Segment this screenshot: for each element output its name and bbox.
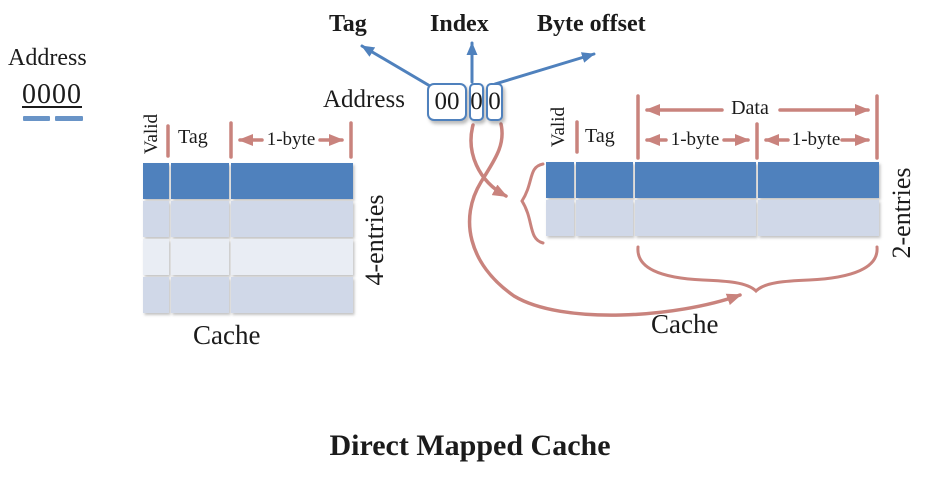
cache-cell	[171, 239, 229, 275]
cache-cell	[546, 162, 574, 198]
cache-cell	[231, 277, 353, 313]
index-to-entry-curve	[469, 123, 508, 198]
byte-offset-field-label: Byte offset	[537, 11, 646, 37]
left-cache-table	[143, 163, 353, 313]
cache-cell	[143, 163, 169, 199]
page-title: Direct Mapped Cache	[329, 429, 611, 462]
right-data-header: Data	[731, 97, 769, 119]
right-cache-caption: Cache	[651, 309, 719, 339]
bit-group-underlines	[23, 116, 83, 121]
blue-field-arrows	[360, 41, 596, 88]
cache-cell	[231, 163, 353, 199]
left-entries-label: 4-entries	[360, 194, 389, 286]
left-cache-measures	[166, 121, 353, 159]
left-valid-header: Valid	[141, 113, 162, 155]
arrow-to-tag	[360, 44, 432, 88]
index-bit-box: 0	[469, 83, 484, 121]
address-breakdown-label: Address	[323, 86, 405, 113]
left-byte-header: 1-byte	[266, 129, 316, 150]
cache-cell	[171, 201, 229, 237]
offset-to-byte-curve	[467, 122, 742, 317]
left-cache-caption: Cache	[193, 320, 261, 350]
cache-cell	[231, 239, 353, 275]
right-byte1-header: 1-byte	[670, 129, 720, 150]
right-tag-header: Tag	[585, 125, 615, 147]
left-tag-header: Tag	[178, 126, 208, 148]
right-entries-label: 2-entries	[887, 167, 916, 259]
cache-cell	[143, 239, 169, 275]
example-address-label: Address	[8, 45, 87, 71]
entries-brace	[520, 162, 545, 245]
right-valid-header: Valid	[548, 106, 569, 148]
data-columns-brace	[636, 245, 879, 294]
right-cache-table	[546, 162, 879, 236]
offset-bit-box: 0	[486, 83, 503, 121]
tag-field-label: Tag	[329, 11, 367, 37]
cache-cell	[231, 201, 353, 237]
cache-cell	[576, 162, 633, 198]
right-byte2-header: 1-byte	[791, 129, 841, 150]
arrow-to-byte-offset	[493, 52, 596, 86]
example-address-value: 0000	[22, 79, 82, 110]
cache-cell	[171, 163, 229, 199]
cache-cell	[635, 162, 756, 198]
cache-cell	[576, 200, 633, 236]
cache-cell	[758, 200, 879, 236]
cache-cell	[635, 200, 756, 236]
cache-cell	[143, 201, 169, 237]
right-cache-measures	[575, 94, 879, 160]
cache-cell	[143, 277, 169, 313]
cache-cell	[171, 277, 229, 313]
index-field-label: Index	[430, 11, 489, 37]
mapping-curves	[467, 122, 879, 317]
cache-cell	[758, 162, 879, 198]
cache-cell	[546, 200, 574, 236]
tag-bits-box: 00	[427, 83, 467, 121]
